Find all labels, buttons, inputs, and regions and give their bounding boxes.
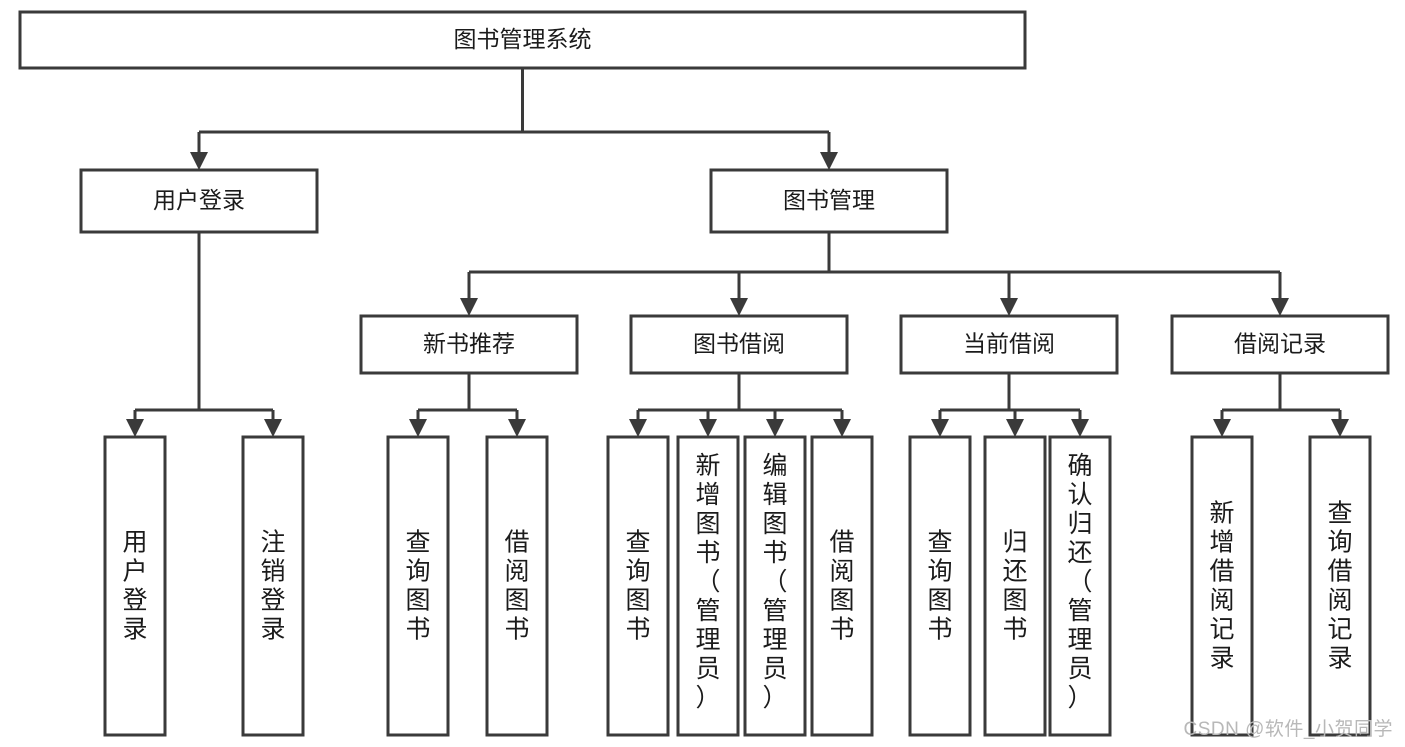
node-label-root: 图书管理系统	[454, 26, 592, 52]
node-label-leaf-query-record: 查询借阅记录	[1327, 500, 1352, 673]
node-label-leaf-add-record: 新增借阅记录	[1209, 500, 1234, 673]
node-leaf-add-record[interactable]: 新增借阅记录	[1190, 435, 1254, 737]
node-label-leaf-query-book-3: 查询图书	[927, 529, 952, 644]
node-box-leaf-query-record	[1308, 435, 1372, 737]
node-label-leaf-borrow-book-1: 借阅图书	[504, 529, 529, 644]
arrow-head-icon	[820, 152, 838, 170]
node-label-leaf-borrow-book-2: 借阅图书	[829, 529, 854, 644]
node-leaf-query-book-2[interactable]: 查询图书	[606, 435, 670, 737]
arrow-head-icon	[730, 298, 748, 316]
node-label-leaf-user-login: 用户登录	[122, 529, 147, 644]
node-label-leaf-return-book: 归还图书	[1002, 529, 1027, 644]
node-box-leaf-query-book-3	[908, 435, 972, 737]
arrow-head-icon	[409, 419, 427, 437]
node-box-current-borrow	[899, 314, 1119, 375]
arrow-head-icon	[1331, 419, 1349, 437]
node-leaf-query-book-3[interactable]: 查询图书	[908, 435, 972, 737]
node-current-borrow[interactable]: 当前借阅	[899, 314, 1119, 375]
node-book-borrow[interactable]: 图书借阅	[629, 314, 849, 375]
node-label-new-book-recommend: 新书推荐	[423, 331, 515, 357]
node-label-book-borrow: 图书借阅	[693, 331, 785, 357]
arrow-head-icon	[264, 419, 282, 437]
arrow-head-icon	[126, 419, 144, 437]
node-box-leaf-user-login	[103, 435, 167, 737]
arrow-head-icon	[1000, 298, 1018, 316]
node-label-borrow-records: 借阅记录	[1234, 331, 1326, 357]
node-box-leaf-add-book	[676, 435, 740, 737]
node-box-leaf-edit-book	[743, 435, 807, 737]
node-box-leaf-return-book	[983, 435, 1047, 737]
node-box-user-login	[79, 168, 319, 234]
arrow-head-icon	[508, 419, 526, 437]
node-label-leaf-query-book-2: 查询图书	[625, 529, 650, 644]
node-label-leaf-add-book: 新增图书（管理员）	[695, 452, 720, 712]
node-label-leaf-confirm-return: 确认归还（管理员）	[1067, 452, 1092, 712]
arrow-head-icon	[1271, 298, 1289, 316]
node-leaf-query-record[interactable]: 查询借阅记录	[1308, 435, 1372, 737]
arrow-head-icon	[1213, 419, 1231, 437]
node-borrow-records[interactable]: 借阅记录	[1170, 314, 1390, 375]
node-book-management[interactable]: 图书管理	[709, 168, 949, 234]
node-layer: 图书管理系统用户登录图书管理新书推荐图书借阅当前借阅借阅记录用户登录注销登录查询…	[18, 10, 1390, 737]
node-leaf-logout[interactable]: 注销登录	[241, 435, 305, 737]
arrow-head-icon	[766, 419, 784, 437]
node-label-leaf-edit-book: 编辑图书（管理员）	[762, 452, 787, 712]
node-box-leaf-logout	[241, 435, 305, 737]
node-leaf-borrow-book-2[interactable]: 借阅图书	[810, 435, 874, 737]
node-box-leaf-query-book-1	[386, 435, 450, 737]
node-leaf-user-login[interactable]: 用户登录	[103, 435, 167, 737]
connector-layer	[126, 68, 1349, 437]
arrow-head-icon	[460, 298, 478, 316]
node-leaf-query-book-1[interactable]: 查询图书	[386, 435, 450, 737]
node-label-leaf-query-book-1: 查询图书	[405, 529, 430, 644]
node-leaf-add-book[interactable]: 新增图书（管理员）	[676, 435, 740, 737]
arrow-head-icon	[190, 152, 208, 170]
node-box-book-management	[709, 168, 949, 234]
node-box-borrow-records	[1170, 314, 1390, 375]
node-box-book-borrow	[629, 314, 849, 375]
node-new-book-recommend[interactable]: 新书推荐	[359, 314, 579, 375]
arrow-head-icon	[833, 419, 851, 437]
node-leaf-borrow-book-1[interactable]: 借阅图书	[485, 435, 549, 737]
node-leaf-edit-book[interactable]: 编辑图书（管理员）	[743, 435, 807, 737]
node-leaf-return-book[interactable]: 归还图书	[983, 435, 1047, 737]
node-box-root	[18, 10, 1027, 70]
node-label-book-management: 图书管理	[783, 187, 875, 213]
arrow-head-icon	[931, 419, 949, 437]
node-user-login[interactable]: 用户登录	[79, 168, 319, 234]
node-label-current-borrow: 当前借阅	[963, 331, 1055, 357]
node-box-leaf-borrow-book-1	[485, 435, 549, 737]
arrow-head-icon	[699, 419, 717, 437]
node-leaf-confirm-return[interactable]: 确认归还（管理员）	[1048, 435, 1112, 737]
arrow-head-icon	[1006, 419, 1024, 437]
node-box-leaf-query-book-2	[606, 435, 670, 737]
arrow-head-icon	[1071, 419, 1089, 437]
node-box-leaf-confirm-return	[1048, 435, 1112, 737]
node-box-leaf-add-record	[1190, 435, 1254, 737]
node-label-leaf-logout: 注销登录	[260, 529, 285, 644]
node-root[interactable]: 图书管理系统	[18, 10, 1027, 70]
node-box-leaf-borrow-book-2	[810, 435, 874, 737]
node-label-user-login: 用户登录	[153, 187, 245, 213]
node-box-new-book-recommend	[359, 314, 579, 375]
arrow-head-icon	[629, 419, 647, 437]
